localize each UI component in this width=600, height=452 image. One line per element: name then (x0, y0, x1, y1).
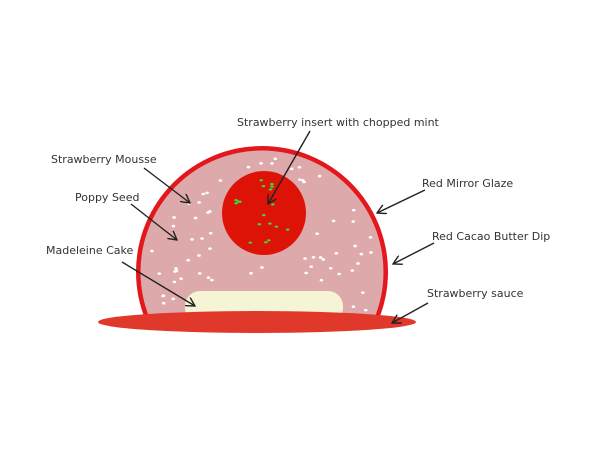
poppy-seed (157, 272, 162, 275)
poppy-seed (201, 192, 206, 196)
poppy-seed (304, 271, 308, 275)
arrow-insert (268, 130, 311, 204)
mint-piece (268, 222, 272, 225)
poppy-seed (200, 237, 204, 240)
poppy-seed (260, 266, 264, 269)
mint-piece (270, 183, 274, 186)
mint-piece (264, 241, 268, 244)
mint-piece (261, 214, 266, 217)
poppy-seed (249, 271, 253, 275)
poppy-seed (311, 255, 316, 259)
poppy-seed (171, 297, 176, 301)
poppy-seed (331, 219, 336, 223)
poppy-seed (270, 162, 274, 165)
chopped-mint (234, 179, 290, 244)
poppy-seed (259, 162, 263, 165)
poppy-seed (361, 291, 365, 294)
poppy-seed (368, 236, 373, 239)
mint-piece (259, 179, 263, 182)
mint-piece (268, 188, 273, 191)
poppy-seed (190, 238, 194, 241)
poppy-seed (193, 216, 198, 220)
poppy-seed (359, 252, 364, 256)
arrow-sauce (392, 302, 429, 323)
poppy-seed (356, 262, 360, 265)
poppy-seed (208, 210, 212, 213)
poppy-seed (337, 272, 341, 276)
strawberry-insert (222, 171, 306, 255)
poppy-seed (369, 251, 373, 254)
poppy-seed (273, 157, 278, 161)
poppy-seed (171, 224, 176, 228)
poppy-seed (318, 256, 323, 259)
poppy-seed (363, 308, 368, 312)
poppy-seed (297, 165, 302, 169)
poppy-seed (328, 266, 333, 270)
poppy-seed (161, 301, 166, 305)
poppy-seed (315, 232, 319, 236)
mint-piece (270, 185, 274, 188)
mint-piece (234, 199, 238, 202)
label-sauce: Strawberry sauce (427, 287, 524, 300)
poppy-seed (309, 265, 313, 268)
arrow-cake (121, 261, 195, 306)
poppy-seed (186, 258, 191, 262)
poppy-seed (289, 167, 294, 171)
mint-piece (285, 228, 290, 231)
poppy-seed (210, 278, 214, 282)
mint-piece (274, 225, 279, 228)
poppy-seed (298, 178, 302, 181)
poppy-seed (302, 180, 306, 184)
poppy-seed (334, 251, 339, 255)
poppy-seed (218, 179, 223, 182)
mint-piece (248, 241, 253, 244)
poppy-seed (317, 174, 322, 178)
poppy-seed (205, 191, 209, 195)
poppy-seed (197, 254, 201, 257)
label-poppy: Poppy Seed (75, 191, 139, 204)
poppy-seed (172, 280, 177, 284)
poppy-seed (351, 208, 356, 212)
poppy-seed (174, 269, 179, 273)
poppy-seed (208, 231, 213, 235)
poppy-seed (150, 249, 154, 253)
poppy-seed (172, 216, 176, 219)
poppy-seed (174, 267, 178, 270)
poppy-seed (351, 305, 356, 308)
arrow-poppy (130, 203, 177, 240)
label-mousse: Strawberry Mousse (51, 153, 157, 166)
strawberry-sauce (98, 311, 416, 333)
label-glaze: Red Mirror Glaze (422, 177, 513, 190)
poppy-seed (197, 272, 202, 275)
poppy-seed (303, 257, 307, 260)
poppy-seed (321, 258, 326, 261)
mint-piece (261, 185, 266, 188)
poppy-seed (353, 244, 357, 248)
label-insert: Strawberry insert with chopped mint (237, 116, 440, 129)
poppy-seed (350, 269, 355, 272)
arrow-mousse (143, 167, 190, 203)
arrow-glaze (377, 189, 426, 213)
poppy-seed (319, 278, 324, 282)
mint-piece (234, 202, 238, 205)
mint-piece (271, 203, 275, 206)
mint-piece (257, 223, 262, 226)
poppy-seed (246, 165, 251, 169)
arrow-dip (393, 242, 435, 264)
label-dip: Red Cacao Butter Dip (432, 230, 550, 243)
mint-piece (266, 239, 271, 242)
mint-piece (238, 200, 242, 203)
poppy-seed (179, 277, 183, 280)
poppy-seed (351, 220, 355, 223)
poppy-seed (208, 247, 212, 250)
poppy-seed (161, 294, 165, 298)
poppy-seed (197, 201, 201, 204)
poppy-seed (206, 276, 211, 279)
label-cake: Madeleine Cake (46, 244, 133, 257)
poppy-seeds (150, 157, 373, 312)
